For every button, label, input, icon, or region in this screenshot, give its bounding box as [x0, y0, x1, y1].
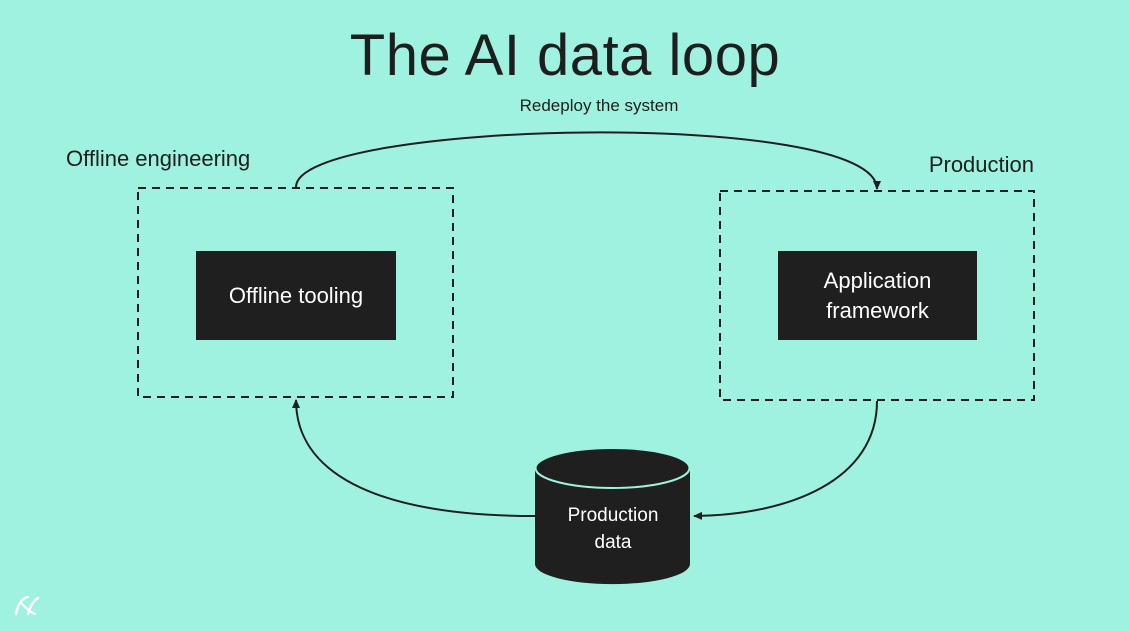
- redeploy-label: Redeploy the system: [519, 96, 679, 115]
- offline-engineering-region: [137, 187, 454, 398]
- database-cylinder-icon: [534, 447, 691, 585]
- logo-mark-icon: [14, 595, 40, 616]
- collect-data-arrow: [693, 400, 878, 520]
- offline-tooling-node: Offline tooling: [196, 251, 396, 340]
- feedback-arrow: [292, 399, 536, 517]
- production-label: Production: [928, 152, 1034, 177]
- page-title: The AI data loop: [349, 23, 781, 88]
- production-region: [719, 190, 1035, 401]
- application-framework-node: Application framework: [778, 251, 977, 340]
- production-data-label: Production data: [567, 505, 659, 553]
- redeploy-arrow: [295, 131, 881, 190]
- offline-engineering-label: Offline engineering: [66, 146, 251, 171]
